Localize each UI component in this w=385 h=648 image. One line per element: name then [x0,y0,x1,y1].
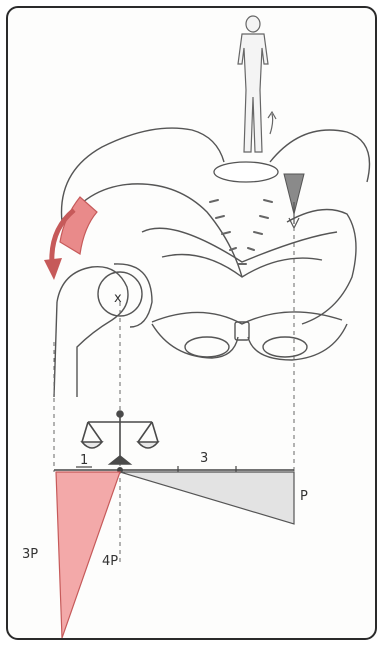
muscle-force-label: 3P [22,547,38,562]
curved-arrow-icon [270,114,273,134]
pelvis-lever-diagram: x 1 3 P 3P 4P [8,8,377,640]
fulcrum-mark: x [114,291,122,306]
diagram-card: x 1 3 P 3P 4P [6,6,377,640]
pelvis-outline [62,128,370,360]
weight-label: P [300,489,308,504]
lever-right-label: 3 [200,451,208,466]
lever-left-label: 1 [80,453,88,468]
balance-scale-icon [82,411,158,464]
weight-force-area [120,472,294,524]
femur [54,264,152,397]
standing-person-icon [238,16,268,152]
abductor-muscle [60,197,97,254]
joint-reaction-label: 4P [102,554,118,569]
sacrum-top [214,162,278,182]
